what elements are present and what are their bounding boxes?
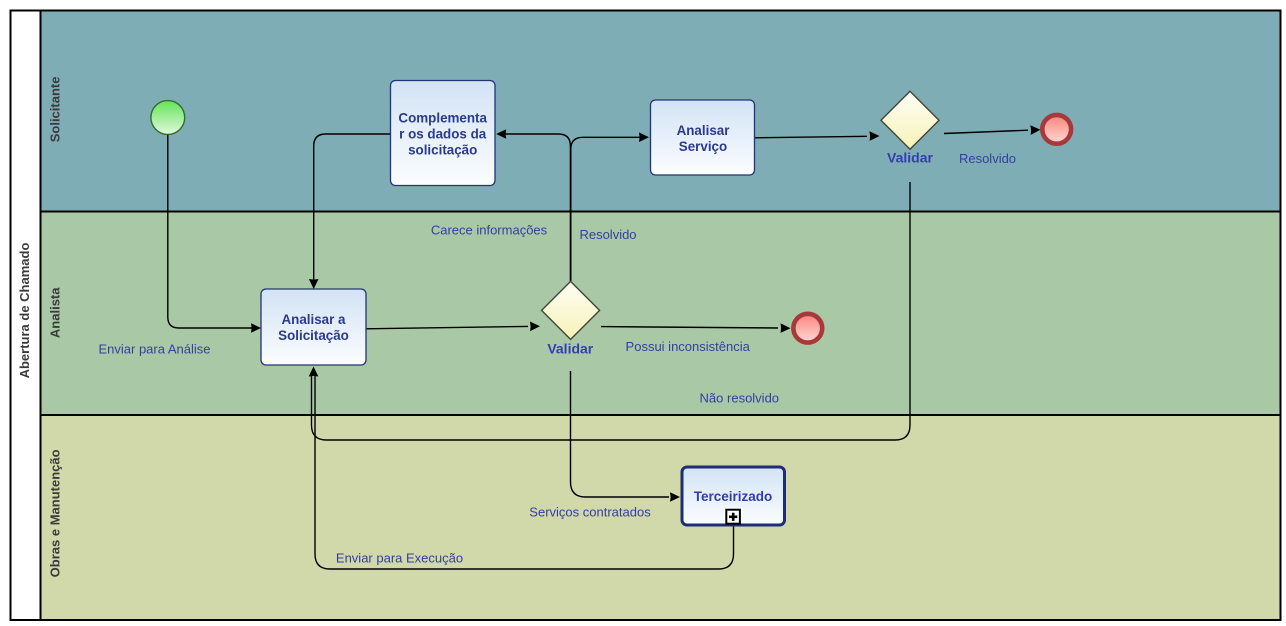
svg-text:Analista: Analista xyxy=(47,287,62,338)
svg-text:Enviar para Análise: Enviar para Análise xyxy=(98,342,210,357)
svg-text:Analisar a: Analisar a xyxy=(281,312,346,327)
svg-text:Solicitação: Solicitação xyxy=(278,328,349,343)
svg-text:solicitação: solicitação xyxy=(408,142,477,157)
svg-text:Obras e Manutenção: Obras e Manutenção xyxy=(47,449,62,577)
svg-text:Enviar para Execução: Enviar para Execução xyxy=(336,551,463,566)
svg-text:Resolvido: Resolvido xyxy=(959,151,1016,166)
svg-text:Terceirizado: Terceirizado xyxy=(694,489,773,504)
svg-text:Serviços contratados: Serviços contratados xyxy=(529,505,651,520)
svg-text:Solicitante: Solicitante xyxy=(47,77,62,143)
svg-text:Resolvido: Resolvido xyxy=(579,227,636,242)
svg-text:Complementa: Complementa xyxy=(398,110,487,125)
svg-text:Não resolvido: Não resolvido xyxy=(700,391,780,406)
svg-text:Serviço: Serviço xyxy=(679,139,727,154)
svg-text:Validar: Validar xyxy=(887,150,933,166)
svg-text:Analisar: Analisar xyxy=(677,123,731,138)
svg-text:Validar: Validar xyxy=(547,341,593,357)
svg-text:Abertura de Chamado: Abertura de Chamado xyxy=(17,243,32,379)
svg-text:Carece informações: Carece informações xyxy=(431,223,548,238)
svg-text:Possui inconsistência: Possui inconsistência xyxy=(626,339,751,354)
svg-text:r os dados da: r os dados da xyxy=(399,126,487,141)
